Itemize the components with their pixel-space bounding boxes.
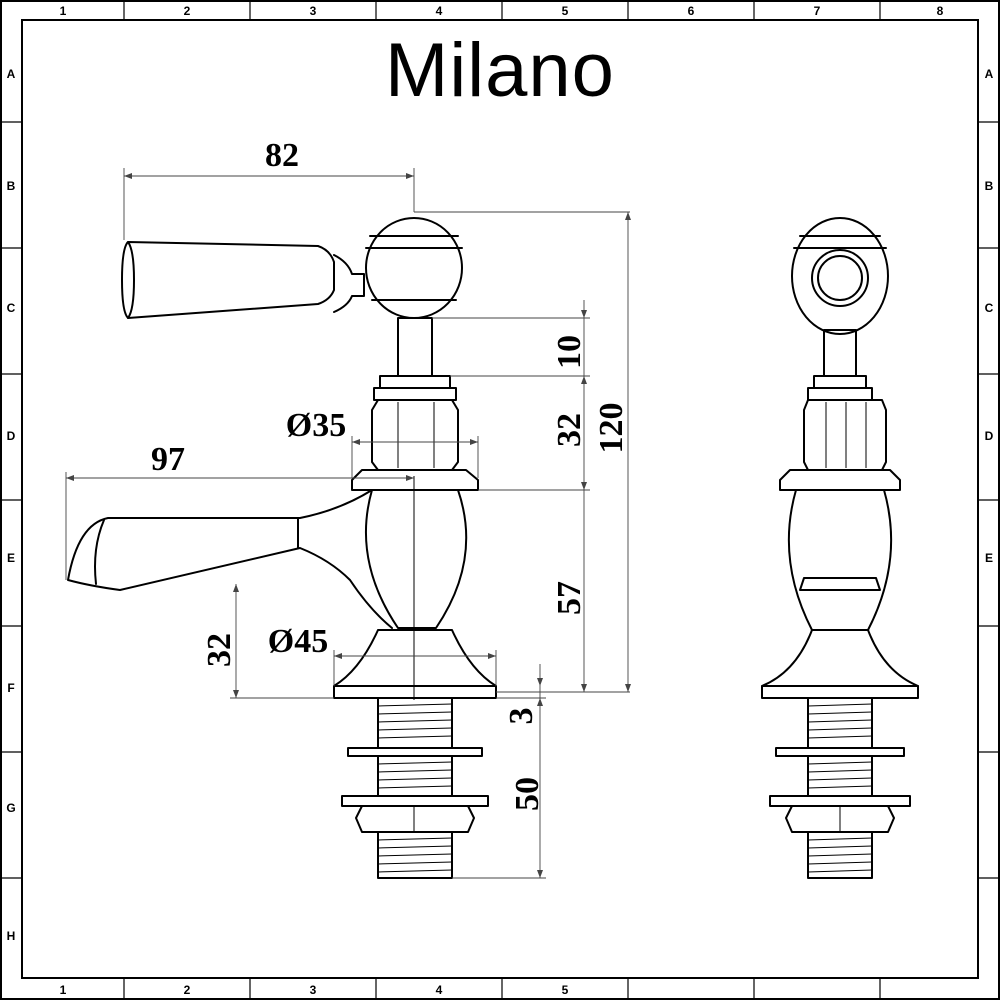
col-label: 4 xyxy=(436,983,443,997)
top-grid-ticks xyxy=(123,1,881,20)
spout xyxy=(67,489,393,629)
bottom-grid-ticks xyxy=(123,978,881,999)
lever-collar xyxy=(333,254,365,313)
row-label: A xyxy=(7,67,16,81)
col-label: 5 xyxy=(562,983,569,997)
row-label: E xyxy=(7,551,15,565)
stem-collar xyxy=(379,375,451,389)
dim-spout-height: 32 xyxy=(201,633,238,667)
front-hex-nut xyxy=(803,399,887,471)
washer-lower xyxy=(341,795,489,807)
side-view-tap xyxy=(67,217,497,879)
col-label: 8 xyxy=(937,4,944,18)
stem-washer xyxy=(373,387,457,401)
threaded-shank-mid xyxy=(377,755,453,797)
inner-frame xyxy=(21,19,979,979)
left-row-labels: A B C D E F G H xyxy=(6,67,15,943)
base-plate xyxy=(333,685,497,699)
col-label: 6 xyxy=(688,4,695,18)
dim-overall-height: 120 xyxy=(593,403,630,454)
row-label: C xyxy=(985,301,994,315)
dim-base-plate: 3 xyxy=(503,708,540,725)
left-grid-ticks xyxy=(1,121,22,879)
dim-base-diameter: Ø45 xyxy=(268,623,328,660)
col-label: 7 xyxy=(814,4,821,18)
base-bell xyxy=(333,629,497,687)
front-shank xyxy=(807,697,873,749)
front-stem xyxy=(823,329,857,377)
front-head xyxy=(791,217,889,335)
upper-flange xyxy=(351,469,479,491)
brand-title: Milano xyxy=(385,28,615,113)
row-label: C xyxy=(7,301,16,315)
row-label: A xyxy=(985,67,994,81)
front-view-tap xyxy=(761,217,919,879)
lever-handle xyxy=(121,241,335,319)
dim-body-height: 57 xyxy=(551,581,588,615)
top-column-labels: 1 2 3 4 5 6 7 8 xyxy=(60,4,944,18)
front-body xyxy=(787,489,893,631)
row-label: H xyxy=(7,929,16,943)
col-label: 4 xyxy=(436,4,443,18)
valve-body xyxy=(364,489,468,629)
dim-stem-gap: 10 xyxy=(551,335,588,369)
back-nut xyxy=(355,805,475,833)
row-label: D xyxy=(985,429,994,443)
stem xyxy=(397,317,433,377)
dim-nut-height: 32 xyxy=(551,413,588,447)
col-label: 1 xyxy=(60,983,67,997)
row-label: F xyxy=(7,681,14,695)
col-label: 1 xyxy=(60,4,67,18)
row-label: B xyxy=(7,179,16,193)
col-label: 2 xyxy=(184,983,191,997)
row-label: D xyxy=(7,429,16,443)
threaded-shank-end xyxy=(377,831,453,879)
hex-nut xyxy=(371,399,459,471)
front-spout-outlet xyxy=(799,577,881,591)
row-label: G xyxy=(6,801,15,815)
dim-thread-length: 50 xyxy=(509,777,546,811)
dimension-lines xyxy=(65,168,631,879)
lever-end-cap xyxy=(127,241,135,319)
col-label: 5 xyxy=(562,4,569,18)
bottom-column-labels: 1 2 3 4 5 xyxy=(60,983,569,997)
dim-handle-reach: 82 xyxy=(265,137,299,174)
row-label: B xyxy=(985,179,994,193)
right-grid-ticks xyxy=(978,121,999,879)
row-label: E xyxy=(985,551,993,565)
dimension-labels: 82 97 Ø35 Ø45 32 10 32 120 57 3 50 xyxy=(151,137,630,811)
front-lever-socket xyxy=(811,249,869,307)
threaded-shank xyxy=(377,697,453,749)
right-row-labels: A B C D E xyxy=(985,67,994,565)
col-label: 3 xyxy=(310,983,317,997)
col-label: 2 xyxy=(184,4,191,18)
head-ball xyxy=(365,217,463,319)
dim-body-diameter: Ø35 xyxy=(286,407,346,444)
washer-upper xyxy=(347,747,483,757)
col-label: 3 xyxy=(310,4,317,18)
dim-spout-reach: 97 xyxy=(151,441,185,478)
